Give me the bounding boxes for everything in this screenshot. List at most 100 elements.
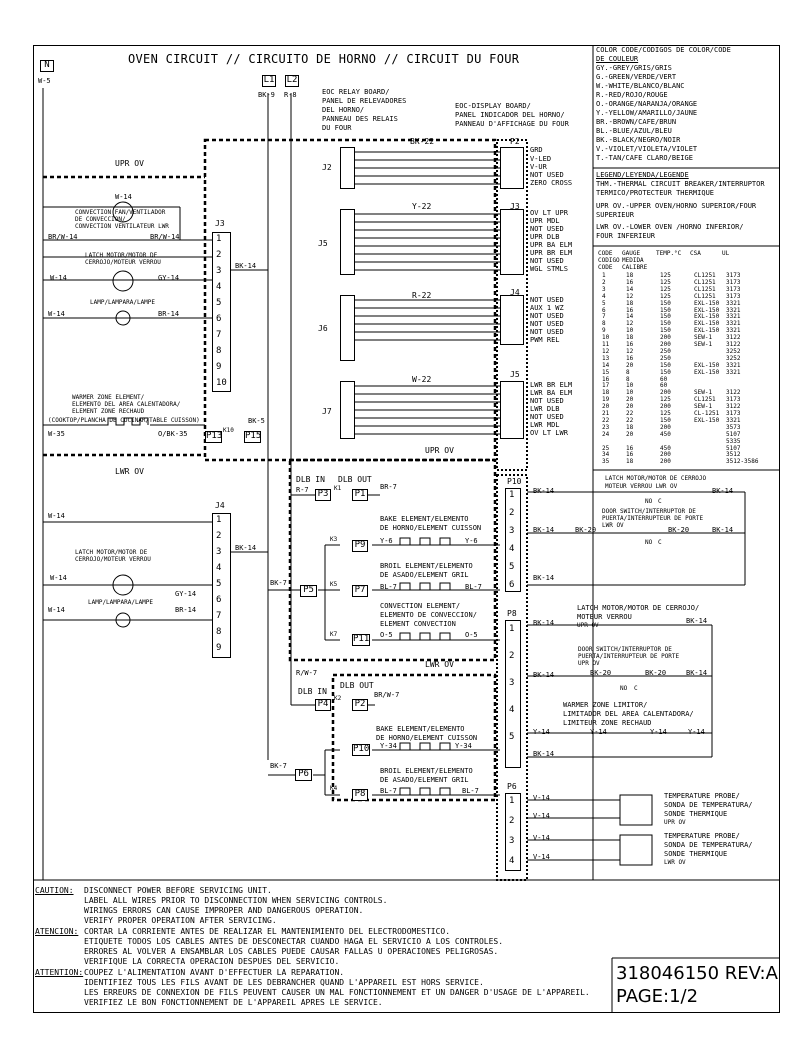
- gauge-cell: 23: [602, 423, 610, 431]
- gauge-cell: 16: [626, 354, 634, 362]
- gauge-cell: 3252: [726, 347, 741, 355]
- gauge-cell: 3321: [726, 306, 741, 314]
- j4-left-pin-7: 7: [216, 611, 222, 621]
- wire-br14-a: BR-14: [158, 310, 180, 318]
- wire-bk14-k: BK-14: [686, 669, 708, 677]
- cooktop-label: (COOKTOP/PLANCHA DE COCINAR/TABLE CUISSO…: [48, 417, 200, 424]
- relay-k7: K7: [330, 631, 338, 638]
- gauge-cell: 18: [626, 458, 634, 466]
- j3-left-pin-9: 9: [216, 362, 222, 372]
- part-number: 318046150 REV:A: [616, 963, 778, 984]
- p2-block: [500, 147, 524, 189]
- wire-bk20-b: BK-20: [668, 526, 690, 534]
- terminal-l2: L2: [285, 75, 299, 87]
- gauge-cell: 3573: [726, 423, 741, 431]
- wire-o5-b: O-5: [465, 631, 478, 639]
- wire-v14-d: V-14: [533, 853, 550, 861]
- gauge-cell: 200: [660, 341, 671, 348]
- terminal-l1: L1: [262, 75, 276, 87]
- j6-block: [340, 295, 355, 361]
- label-r8: R-8: [284, 91, 297, 99]
- wire-bk14-j: BK-14: [533, 671, 555, 679]
- wire-obk35: O/BK-35: [158, 430, 188, 438]
- connector-j4-right: J4: [510, 288, 520, 297]
- connector-j4-left: J4: [215, 501, 225, 510]
- gauge-cell: 3321: [726, 368, 741, 376]
- gauge-cell: EXL-150: [694, 368, 720, 376]
- wire-bl7-c: BL-7: [380, 787, 397, 795]
- wire-r7: R-7: [296, 486, 309, 494]
- gauge-cell: 3512: [726, 451, 741, 459]
- dlb-in-upper: DLB IN: [296, 475, 325, 484]
- connector-p2: P2: [510, 137, 520, 146]
- gauge-cell: 150: [660, 313, 671, 321]
- gauge-cell: 200: [660, 458, 671, 466]
- connector-p8: P8: [507, 609, 517, 618]
- connector-p15: P15: [244, 431, 262, 443]
- j4-left-pin-6: 6: [216, 595, 222, 605]
- wire-bk14-g: BK-14: [533, 574, 555, 582]
- gauge-cell: 3512-3586: [726, 458, 759, 466]
- j3-left-pin-10: 10: [216, 378, 227, 388]
- wire-bl7-b: BL-7: [465, 583, 482, 591]
- gauge-cell: EXL-150: [694, 416, 720, 424]
- gauge-cell: 3122: [726, 389, 741, 397]
- wire-y34-a: Y-34: [380, 742, 397, 750]
- gauge-cell: EXL-150: [694, 327, 720, 335]
- j3-left-pin-7: 7: [216, 330, 222, 340]
- connector-j7: J7: [322, 407, 332, 416]
- switch-no-c: NO: [620, 685, 628, 692]
- j5r-block: [500, 381, 524, 439]
- p10-pin-5: 5: [509, 562, 515, 572]
- p10-pin-6: 6: [509, 580, 515, 590]
- gauge-cell: 5107: [726, 444, 741, 452]
- connector-j2: J2: [322, 163, 332, 172]
- gauge-cell: 200: [660, 334, 671, 342]
- wire-rw7: R/W-7: [296, 669, 318, 677]
- connector-p11: P11: [352, 634, 370, 646]
- gauge-cell: 17: [602, 382, 610, 390]
- dlb-out-lower: DLB OUT: [340, 681, 374, 690]
- wire-bk20-a: BK-20: [575, 526, 597, 534]
- p10-pin-4: 4: [509, 544, 515, 554]
- upper-oven-label-2: UPR OV: [425, 446, 454, 455]
- p10-pin-2: 2: [509, 508, 515, 518]
- gauge-cell: 3321: [726, 299, 741, 307]
- gauge-cell: 3173: [726, 272, 741, 279]
- connector-p10: P10: [507, 477, 522, 486]
- page-number: PAGE:1/2: [616, 986, 699, 1007]
- diagram-title: OVEN CIRCUIT // CIRCUITO DE HORNO // CIR…: [128, 52, 520, 66]
- j3r-block: [500, 209, 524, 275]
- switch-c-b: C: [658, 539, 662, 546]
- gauge-cell: 200: [660, 403, 671, 411]
- gauge-cell: 19: [602, 396, 610, 404]
- gauge-cell: 60: [660, 375, 668, 383]
- j5-block: [340, 209, 355, 275]
- p6-pin-3: 3: [509, 836, 515, 846]
- wire-y6-b: Y-6: [465, 537, 478, 545]
- connector-j3-right: J3: [510, 202, 520, 211]
- gauge-cell: 22: [626, 416, 634, 424]
- gauge-cell: 35: [602, 458, 610, 466]
- wire-bl7-d: BL-7: [462, 787, 479, 795]
- gauge-cell: 11: [602, 341, 610, 348]
- switch-no-a: NO: [645, 498, 653, 505]
- j4r-block: [500, 295, 524, 345]
- gauge-cell: 3122: [726, 341, 741, 348]
- wire-w14-e: W-14: [50, 574, 67, 582]
- connector-j6: J6: [318, 324, 328, 333]
- gauge-cell: 125: [660, 396, 671, 404]
- connector-p1: P1: [352, 489, 368, 501]
- switch-no-b: NO: [645, 539, 653, 546]
- wire-bk14-a: BK-14: [235, 262, 257, 270]
- connector-j3-left: J3: [215, 219, 225, 228]
- gauge-cell: 20: [602, 403, 610, 411]
- gauge-cell: 16: [626, 341, 634, 348]
- wire-bk14-d: BK-14: [712, 487, 734, 495]
- gauge-cell: 3321: [726, 320, 741, 328]
- gauge-cell: 125: [660, 285, 671, 293]
- gauge-cell: 25: [602, 444, 610, 452]
- p6-pin-4: 4: [509, 856, 515, 866]
- connector-j5-right: J5: [510, 370, 520, 379]
- lower-oven-label-2: LWR OV: [425, 660, 454, 669]
